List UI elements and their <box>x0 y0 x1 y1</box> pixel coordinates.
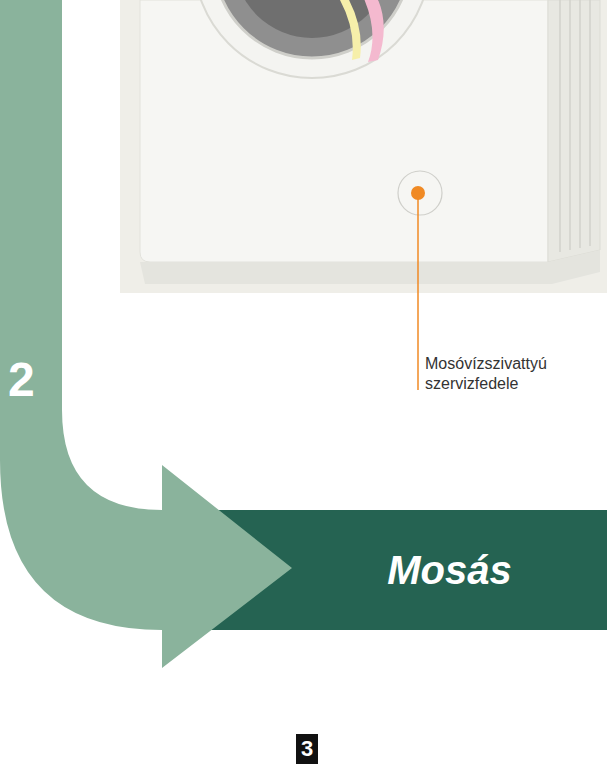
page-number-box <box>296 734 318 764</box>
arrow-fill <box>0 0 292 668</box>
machine-base <box>140 250 600 284</box>
side-grooves <box>560 0 590 252</box>
machine-side <box>548 0 600 262</box>
page-number: 3 <box>296 734 318 764</box>
drum <box>234 0 390 38</box>
arrow-shape <box>0 0 292 668</box>
leader-line <box>417 193 419 390</box>
flow-arrow-band: 2 <box>0 0 292 668</box>
laundry <box>340 0 361 60</box>
door-ring <box>194 0 430 78</box>
part-label: Mosóvízszivattyú szervizfedele <box>425 354 605 394</box>
pump-cover-outline <box>398 171 442 215</box>
laundry <box>360 0 384 62</box>
step-number: 2 <box>8 352 35 407</box>
section-title: Mosás <box>292 510 607 630</box>
